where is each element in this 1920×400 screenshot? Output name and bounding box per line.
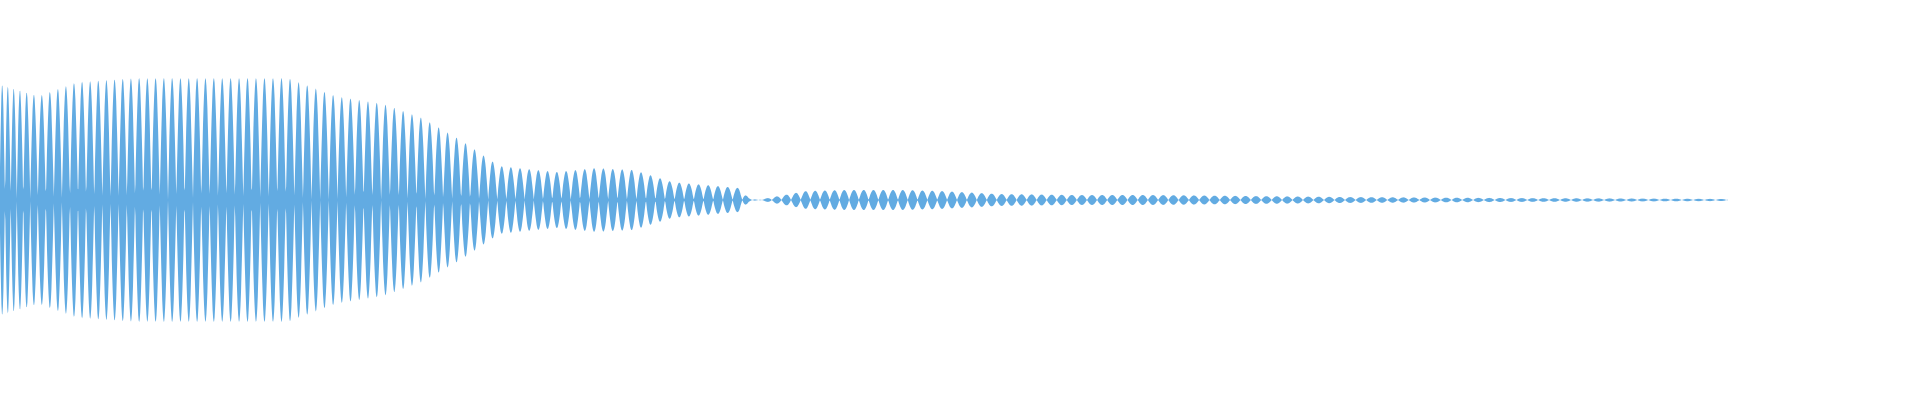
waveform-shape xyxy=(0,78,1728,322)
